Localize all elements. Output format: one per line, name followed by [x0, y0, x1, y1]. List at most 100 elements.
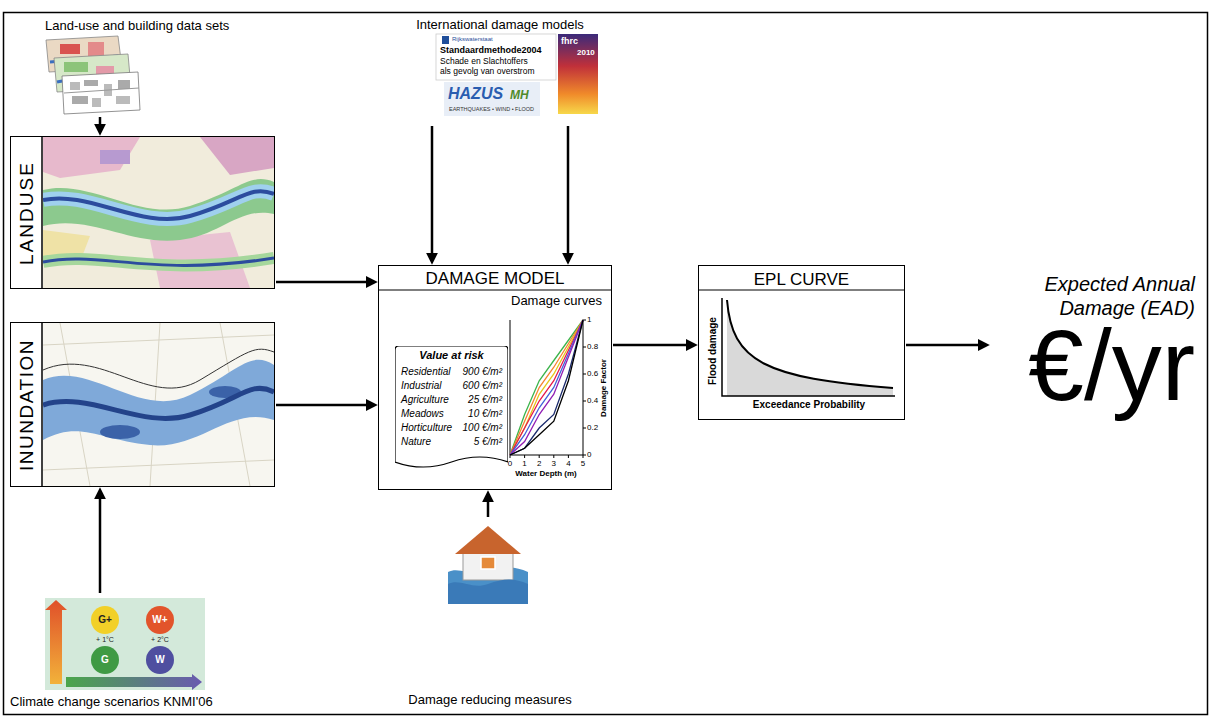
- source-panel: Land-use and building data sets: [40, 18, 270, 116]
- map-panel: INUNDATION: [10, 322, 275, 487]
- model-box: DAMAGE MODEL Damage curvesValue at riskRe…: [378, 265, 612, 490]
- node-text: 600 €/m²: [463, 380, 502, 392]
- scroll-outline: [395, 346, 508, 467]
- epl-curve: [727, 300, 893, 388]
- scenario-arrow: [45, 600, 67, 684]
- damage-curve: [510, 320, 583, 455]
- scenario-note: + 1°C: [96, 636, 114, 644]
- strip-divider: [41, 136, 43, 289]
- source-panel: Damage reducing measures: [395, 518, 585, 711]
- map-patch: [88, 42, 104, 56]
- damage-curve: [510, 320, 583, 455]
- flow-arrow: [487, 495, 490, 517]
- urban-area: [43, 137, 140, 178]
- scenario-circle: [146, 606, 174, 634]
- map-patch: [60, 44, 80, 54]
- book-cover: [558, 34, 598, 114]
- node-title: LANDUSE: [16, 161, 39, 265]
- node-text: 100 €/m²: [463, 422, 502, 434]
- damage-curve: [510, 320, 583, 455]
- curve-fill: [727, 300, 893, 396]
- chart-axes: [722, 298, 895, 396]
- scenario-ground: [45, 598, 205, 690]
- axis-tick: 1: [522, 459, 526, 469]
- damage-curve: [510, 320, 583, 455]
- logo-text: fhrc: [561, 36, 578, 47]
- axis-title: Damage Factor: [599, 359, 609, 417]
- logo-text: 2010: [577, 48, 595, 58]
- logo-text: Rijkswaterstaat: [452, 36, 493, 43]
- urban-area: [200, 137, 274, 175]
- value-scroll: Value at riskResidential900 €/m²Industri…: [395, 346, 508, 474]
- road: [43, 323, 274, 486]
- road: [64, 88, 139, 93]
- node-text: Horticulture: [401, 422, 452, 434]
- node-text: Exceedance Probability: [753, 399, 865, 411]
- map-ground: [43, 137, 274, 288]
- building: [92, 98, 101, 107]
- node-title: Value at risk: [419, 349, 483, 362]
- map-sheet: [62, 72, 140, 114]
- floodplain: [43, 258, 274, 265]
- house-icon: [463, 550, 513, 580]
- flow-arrow: [906, 344, 985, 347]
- building: [70, 82, 80, 90]
- scenario-code: G: [101, 654, 109, 666]
- scenario-circle: [91, 606, 119, 634]
- flow-arrow: [276, 281, 373, 284]
- logo-text: Standaardmethode2004: [440, 45, 542, 56]
- axis-tick: 5: [581, 459, 585, 469]
- map-panel: LANDUSE: [10, 136, 275, 289]
- map-patch: [64, 62, 88, 72]
- axis-tick: 0: [587, 450, 591, 460]
- node-text: 25 €/m²: [468, 394, 502, 406]
- node-title: INUNDATION: [16, 339, 39, 471]
- flow-arrow: [567, 126, 570, 260]
- scenario-code: W: [155, 654, 164, 666]
- node-text: Agriculture: [401, 394, 449, 406]
- building: [118, 80, 130, 89]
- building: [72, 96, 88, 104]
- node-text: Residential: [401, 366, 450, 378]
- landuse-map: [43, 137, 274, 288]
- flow-arrow: [613, 344, 693, 347]
- scenario-arrow: [66, 674, 202, 690]
- node-text: Damage curves: [511, 293, 602, 309]
- river: [43, 388, 274, 418]
- building: [84, 80, 98, 86]
- node-title: Expected Annual Damage (EAD): [1020, 272, 1195, 320]
- flow-arrow: [99, 492, 102, 593]
- title-rule: [698, 289, 905, 290]
- node-text: Nature: [401, 436, 431, 448]
- logo-card: [444, 82, 540, 116]
- chart-axes: [510, 320, 583, 455]
- dike-line: [43, 349, 274, 388]
- scenario-code: G+: [98, 614, 112, 626]
- axis-ticks: [510, 320, 586, 458]
- node-title: DAMAGE MODEL: [426, 269, 565, 289]
- flooded-area: [43, 360, 274, 446]
- node-text: €/yr: [1028, 320, 1195, 410]
- damage-curve: [510, 320, 583, 455]
- axis-tick: 0: [508, 459, 512, 469]
- damage-curve: [510, 320, 583, 455]
- axis-tick: 0.6: [587, 369, 598, 379]
- water-icon: [448, 580, 528, 605]
- figure-frame: [4, 13, 1208, 715]
- scenario-circle: [91, 646, 119, 674]
- river: [43, 258, 274, 265]
- node-text: Flood damage: [707, 317, 719, 385]
- logo-card: [436, 34, 556, 80]
- scenario-circle: [146, 646, 174, 674]
- logo-mark: [442, 36, 449, 44]
- logo-text: HAZUS: [448, 84, 503, 103]
- window-icon: [481, 557, 495, 569]
- deep-water: [100, 425, 140, 439]
- logo-text: MH: [510, 88, 529, 102]
- industry-area: [100, 150, 130, 164]
- scenario-note: + 2°C: [151, 636, 169, 644]
- axis-tick: 0.8: [587, 342, 598, 352]
- source-panel: Climate change scenarios KNMI'06: [8, 594, 258, 713]
- logo-text: EARTHQUAKES • WIND • FLOOD: [449, 106, 534, 113]
- curve-box: EPL CURVEFlood damageExceedance Probabil…: [698, 265, 905, 420]
